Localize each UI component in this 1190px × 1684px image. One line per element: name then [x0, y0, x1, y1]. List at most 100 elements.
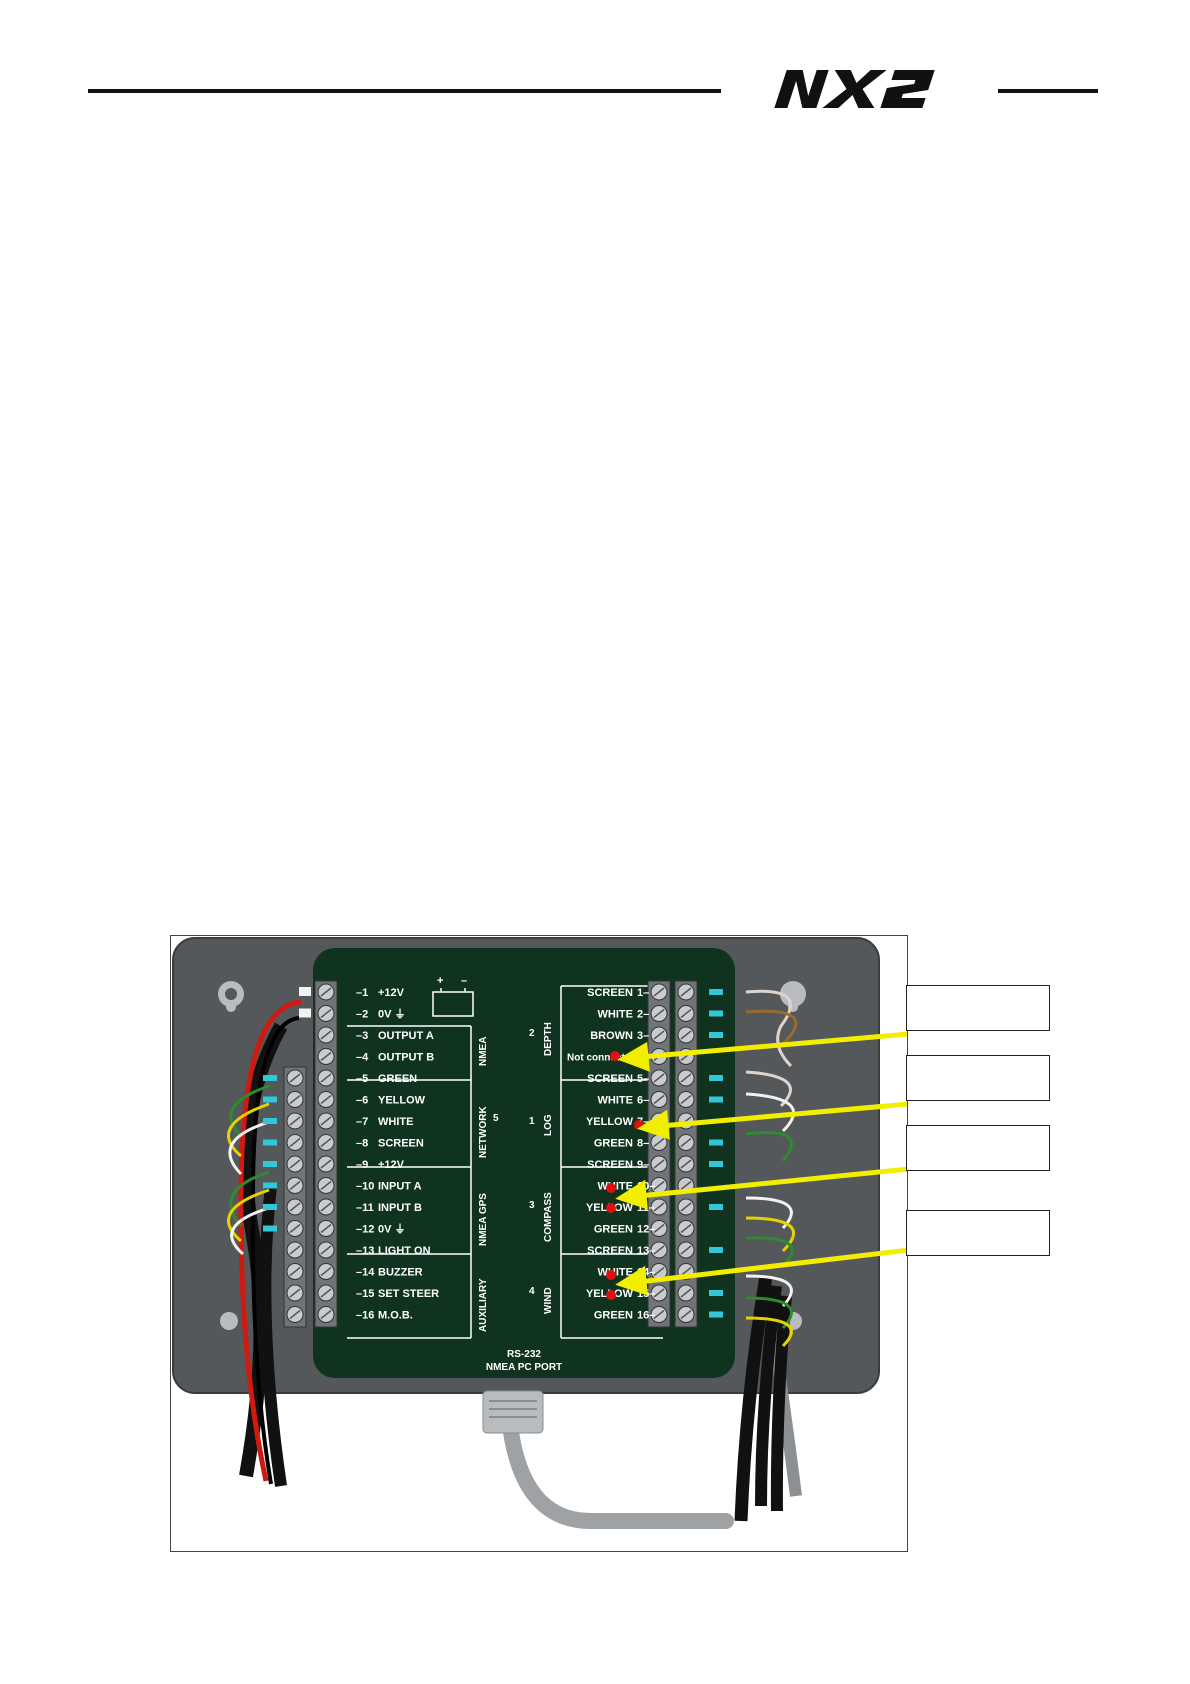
- arrow-4: [638, 1247, 907, 1285]
- wire-tip: [709, 1075, 723, 1081]
- left-terminal-label: YELLOW: [378, 1095, 426, 1107]
- right-terminal-strip-inner: [647, 980, 671, 1328]
- group-label-wind: WIND: [543, 1287, 554, 1314]
- group-num-wind: 4: [529, 1286, 535, 1297]
- right-terminal-number: 9–: [637, 1159, 649, 1171]
- wire-tip: [263, 1161, 277, 1167]
- right-terminal-label: SCREEN: [587, 1073, 633, 1085]
- wire-tip: [709, 1139, 723, 1146]
- right-terminal-label: SCREEN: [587, 1159, 633, 1171]
- left-terminal-number: –14: [356, 1267, 375, 1279]
- wire-tip: [709, 1311, 723, 1318]
- marker-wind-yellow: [606, 1290, 616, 1300]
- left-cable-black-2: [259, 1185, 287, 1487]
- group-label-nmea-gps: NMEA GPS: [478, 1193, 489, 1246]
- right-terminal-label: GREEN: [594, 1224, 633, 1236]
- pc-connector: [482, 1390, 544, 1434]
- wire-tip: [709, 1032, 723, 1038]
- right-terminal-number: 2–: [637, 1009, 649, 1021]
- wire-tip: [709, 1161, 723, 1167]
- left-terminal-label: 0V ⏚: [378, 1223, 406, 1236]
- left-terminal-label: M.O.B.: [378, 1310, 413, 1322]
- callout-arrows: [615, 1031, 907, 1296]
- right-terminal-label: GREEN: [594, 1310, 633, 1322]
- left-terminal-label: SET STEER: [378, 1288, 439, 1300]
- right-terminal-number: 6–: [637, 1095, 649, 1107]
- left-terminal-number: –15: [356, 1288, 374, 1300]
- left-terminal-label: SCREEN: [378, 1138, 424, 1150]
- left-terminal-number: –1: [356, 987, 368, 999]
- right-terminal-label: SCREEN: [587, 1245, 633, 1257]
- group-label-depth: DEPTH: [543, 1022, 554, 1056]
- battery-minus: –: [461, 975, 467, 987]
- port-label-line2: NMEA PC PORT: [486, 1362, 562, 1373]
- right-terminal-number: 5–: [637, 1073, 649, 1085]
- left-terminal-label: WHITE: [378, 1116, 413, 1128]
- group-label-log: LOG: [543, 1114, 554, 1136]
- group-num-depth: 2: [529, 1028, 535, 1039]
- left-terminal-label: BUZZER: [378, 1267, 423, 1279]
- callout-box-1: [906, 985, 1050, 1031]
- right-terminal-number: 3–: [637, 1030, 649, 1042]
- wiring-diagram: + – NMEA NETWORK 5 NMEA GPS AUXILIARY 2 …: [170, 935, 908, 1552]
- left-terminal-number: –7: [356, 1116, 368, 1128]
- right-terminal-label: GREEN: [594, 1138, 633, 1150]
- left-terminal-label: OUTPUT A: [378, 1030, 434, 1042]
- right-terminal-label: Not connected: [567, 1053, 636, 1064]
- left-terminal-label: INPUT B: [378, 1202, 422, 1214]
- left-terminal-label: 0V ⏚: [378, 1008, 406, 1021]
- left-terminal-label: LIGHT ON: [378, 1245, 431, 1257]
- left-terminal-label: +12V: [378, 987, 405, 999]
- callout-box-4: [906, 1210, 1050, 1256]
- mount-hole-bottom-left: [220, 1312, 238, 1330]
- group-label-compass: COMPASS: [543, 1192, 554, 1242]
- wire-tip: [263, 1204, 277, 1210]
- nx2-logo: [774, 66, 948, 112]
- network-number: 5: [493, 1113, 499, 1124]
- wire-tip: [263, 1075, 277, 1081]
- right-cable-black-1: [734, 1274, 773, 1522]
- pc-cable: [501, 1408, 734, 1529]
- group-num-compass: 3: [529, 1200, 535, 1211]
- wire-tip: [263, 1139, 277, 1146]
- arrow-1: [640, 1031, 907, 1060]
- left-terminal-number: –9: [356, 1159, 368, 1171]
- battery-plus: +: [437, 975, 443, 987]
- left-terminal-number: –12: [356, 1224, 374, 1236]
- marker-not-connected: [610, 1051, 620, 1061]
- right-terminal-number: 8–: [637, 1138, 649, 1150]
- right-terminal-number: 13–: [637, 1245, 655, 1257]
- left-terminal-number: –16: [356, 1310, 374, 1322]
- left-terminal-number: –2: [356, 1009, 368, 1021]
- left-terminal-label: INPUT A: [378, 1181, 422, 1193]
- wire-tip: [709, 989, 723, 995]
- left-terminal-label: +12V: [378, 1159, 405, 1171]
- wire-tip: [263, 1225, 277, 1232]
- mount-hole-top-left: [218, 981, 244, 1012]
- header-rule-left: [88, 89, 721, 93]
- left-terminal-number: –11: [356, 1202, 374, 1214]
- wire-tip: [709, 1010, 723, 1017]
- wire-tip: [709, 1096, 723, 1103]
- wire-tip: [709, 1204, 723, 1210]
- left-terminal-label: OUTPUT B: [378, 1052, 434, 1064]
- left-terminal-number: –5: [356, 1073, 368, 1085]
- group-label-auxiliary: AUXILIARY: [478, 1278, 489, 1332]
- left-terminal-number: –3: [356, 1030, 368, 1042]
- arrow-2: [660, 1101, 907, 1129]
- right-terminal-number: 12–: [637, 1224, 655, 1236]
- wire-tip: [263, 1182, 277, 1189]
- header-rule-right: [998, 89, 1098, 93]
- left-terminal-number: –13: [356, 1245, 374, 1257]
- arrow-3: [638, 1166, 907, 1199]
- right-terminal-label: WHITE: [598, 1009, 633, 1021]
- group-label-network: NETWORK: [478, 1106, 489, 1158]
- left-cable-blackwire: [250, 1016, 300, 1485]
- right-terminal-label: BROWN: [590, 1030, 633, 1042]
- wire-tip: [709, 1290, 723, 1296]
- right-terminal-label: SCREEN: [587, 987, 633, 999]
- left-terminal-strip-outer: [283, 1066, 307, 1328]
- left-terminal-number: –4: [356, 1052, 369, 1064]
- group-label-nmea: NMEA: [478, 1037, 489, 1066]
- right-terminal-number: 16–: [637, 1310, 655, 1322]
